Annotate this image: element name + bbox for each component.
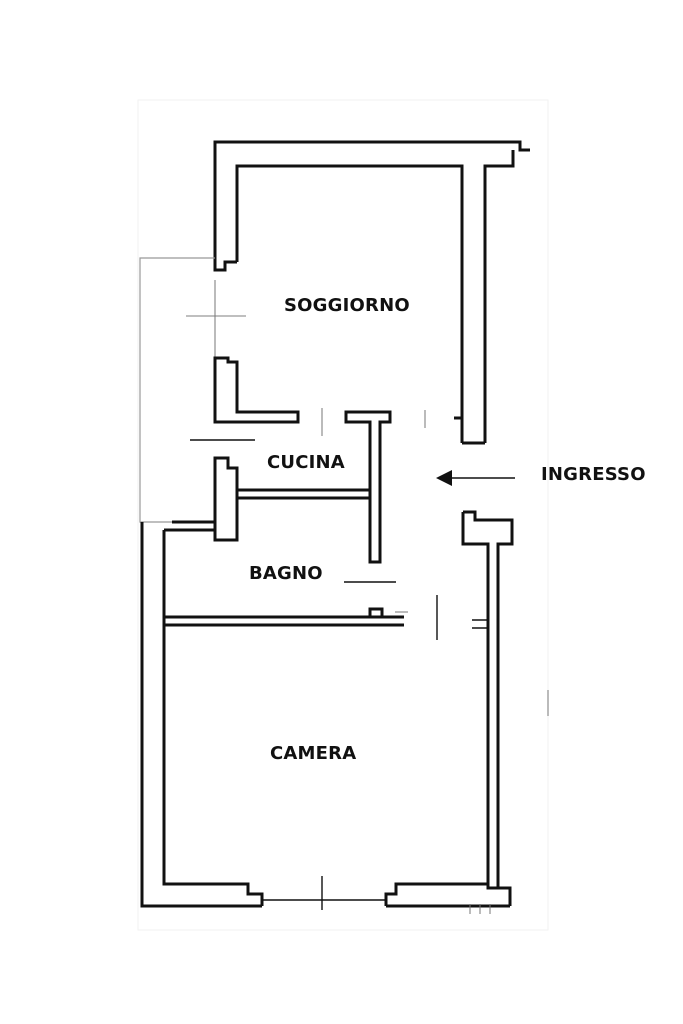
background-artifacts [137,99,549,931]
wall-pier-left [190,356,300,542]
balcony-outline [139,257,246,523]
wall-cucina [237,408,426,564]
room-label-camera: CAMERA [270,743,357,764]
wall-entrance-pier [461,510,549,906]
entrance-label: INGRESSO [541,464,646,485]
wall-bagno [164,520,438,640]
room-label-bagno: BAGNO [249,563,323,584]
arrow-left-icon [436,470,515,486]
room-label-soggiorno: SOGGIORNO [284,295,410,316]
wall-soggiorno [213,140,530,445]
room-label-cucina: CUCINA [267,452,345,473]
wall-camera [140,522,510,914]
